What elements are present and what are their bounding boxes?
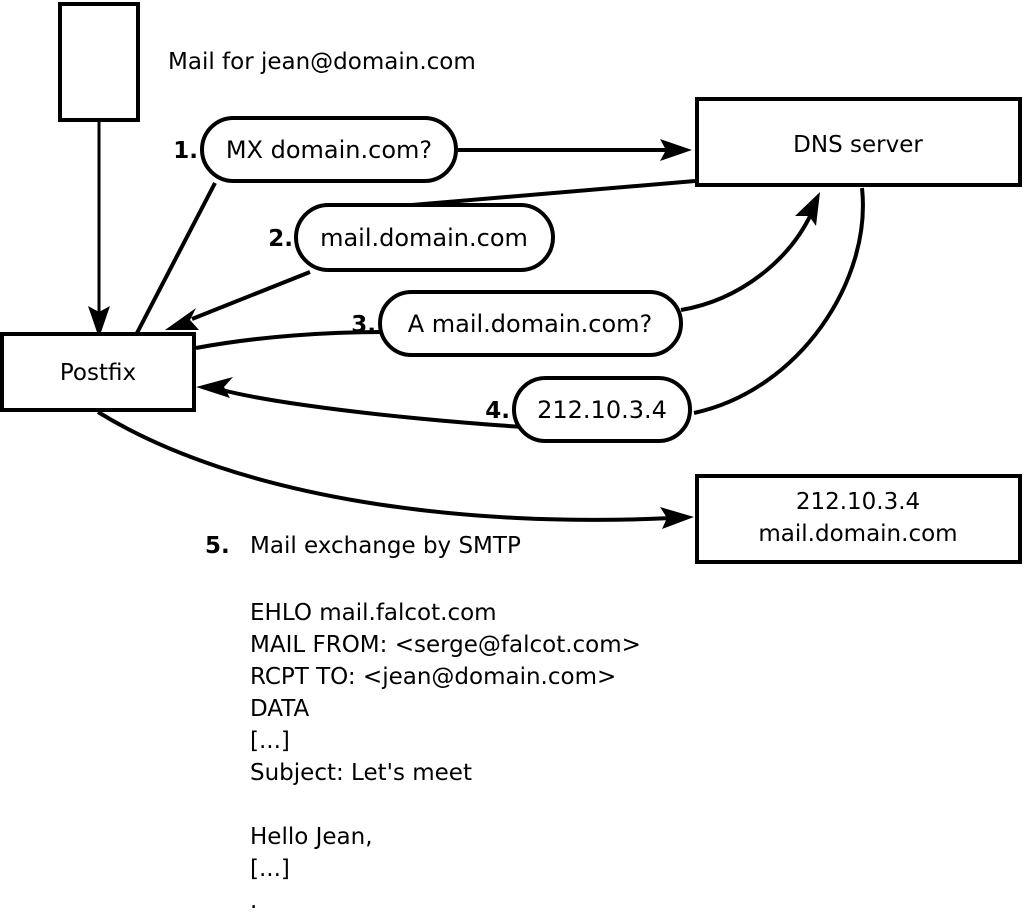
edge-postfix-to-step3 xyxy=(195,330,383,350)
transcript-line: . xyxy=(250,888,257,914)
edge-postfix-to-mailserver xyxy=(96,410,694,529)
caption-mail-for: Mail for jean@domain.com xyxy=(168,49,476,75)
bubble-step-1-label: MX domain.com? xyxy=(226,136,432,164)
edge-dns-to-step4 xyxy=(693,187,865,415)
step-5-label: Mail exchange by SMTP xyxy=(250,533,521,559)
node-postfix-label: Postfix xyxy=(60,360,136,386)
bubble-step-3-label: A mail.domain.com? xyxy=(408,310,653,338)
smtp-transcript: EHLO mail.falcot.com MAIL FROM: <serge@f… xyxy=(250,600,641,914)
step-number-1: 1. xyxy=(173,138,198,164)
transcript-line: DATA xyxy=(250,696,310,722)
step-number-3: 3. xyxy=(351,312,376,338)
bubble-step-1[interactable]: MX domain.com? xyxy=(200,116,458,183)
edge-step3-to-dns xyxy=(680,192,820,312)
step-number-4: 4. xyxy=(485,398,510,424)
edge-step1-tail-to-postfix xyxy=(135,182,217,334)
bubble-step-4[interactable]: 212.10.3.4 xyxy=(512,376,692,443)
transcript-line: Hello Jean, xyxy=(250,824,373,850)
transcript-line: EHLO mail.falcot.com xyxy=(250,600,497,626)
bubble-step-4-label: 212.10.3.4 xyxy=(537,396,667,424)
step-number-5: 5. xyxy=(205,533,230,559)
transcript-line: [...] xyxy=(250,728,290,754)
bubble-step-3[interactable]: A mail.domain.com? xyxy=(378,290,683,357)
node-mail-server-box[interactable]: 212.10.3.4 mail.domain.com xyxy=(695,474,1022,564)
node-postfix-box[interactable]: Postfix xyxy=(0,332,196,412)
transcript-line: MAIL FROM: <serge@falcot.com> xyxy=(250,632,641,658)
bubble-step-2-label: mail.domain.com xyxy=(320,224,528,252)
edge-step2-to-postfix xyxy=(165,270,311,330)
bubble-step-2[interactable]: mail.domain.com xyxy=(294,203,555,272)
node-mail-server-ip: 212.10.3.4 xyxy=(796,489,920,515)
node-dns-server-label: DNS server xyxy=(793,132,923,158)
edge-source-to-postfix xyxy=(88,122,110,338)
node-dns-server-box[interactable]: DNS server xyxy=(695,97,1022,187)
node-source-box xyxy=(58,2,140,122)
node-mail-server-hostname: mail.domain.com xyxy=(758,521,957,547)
transcript-line: [...] xyxy=(250,856,290,882)
transcript-line: RCPT TO: <jean@domain.com> xyxy=(250,664,616,690)
edge-step1-to-dns xyxy=(458,139,692,161)
transcript-line: Subject: Let's meet xyxy=(250,760,472,786)
step-number-2: 2. xyxy=(268,226,293,252)
